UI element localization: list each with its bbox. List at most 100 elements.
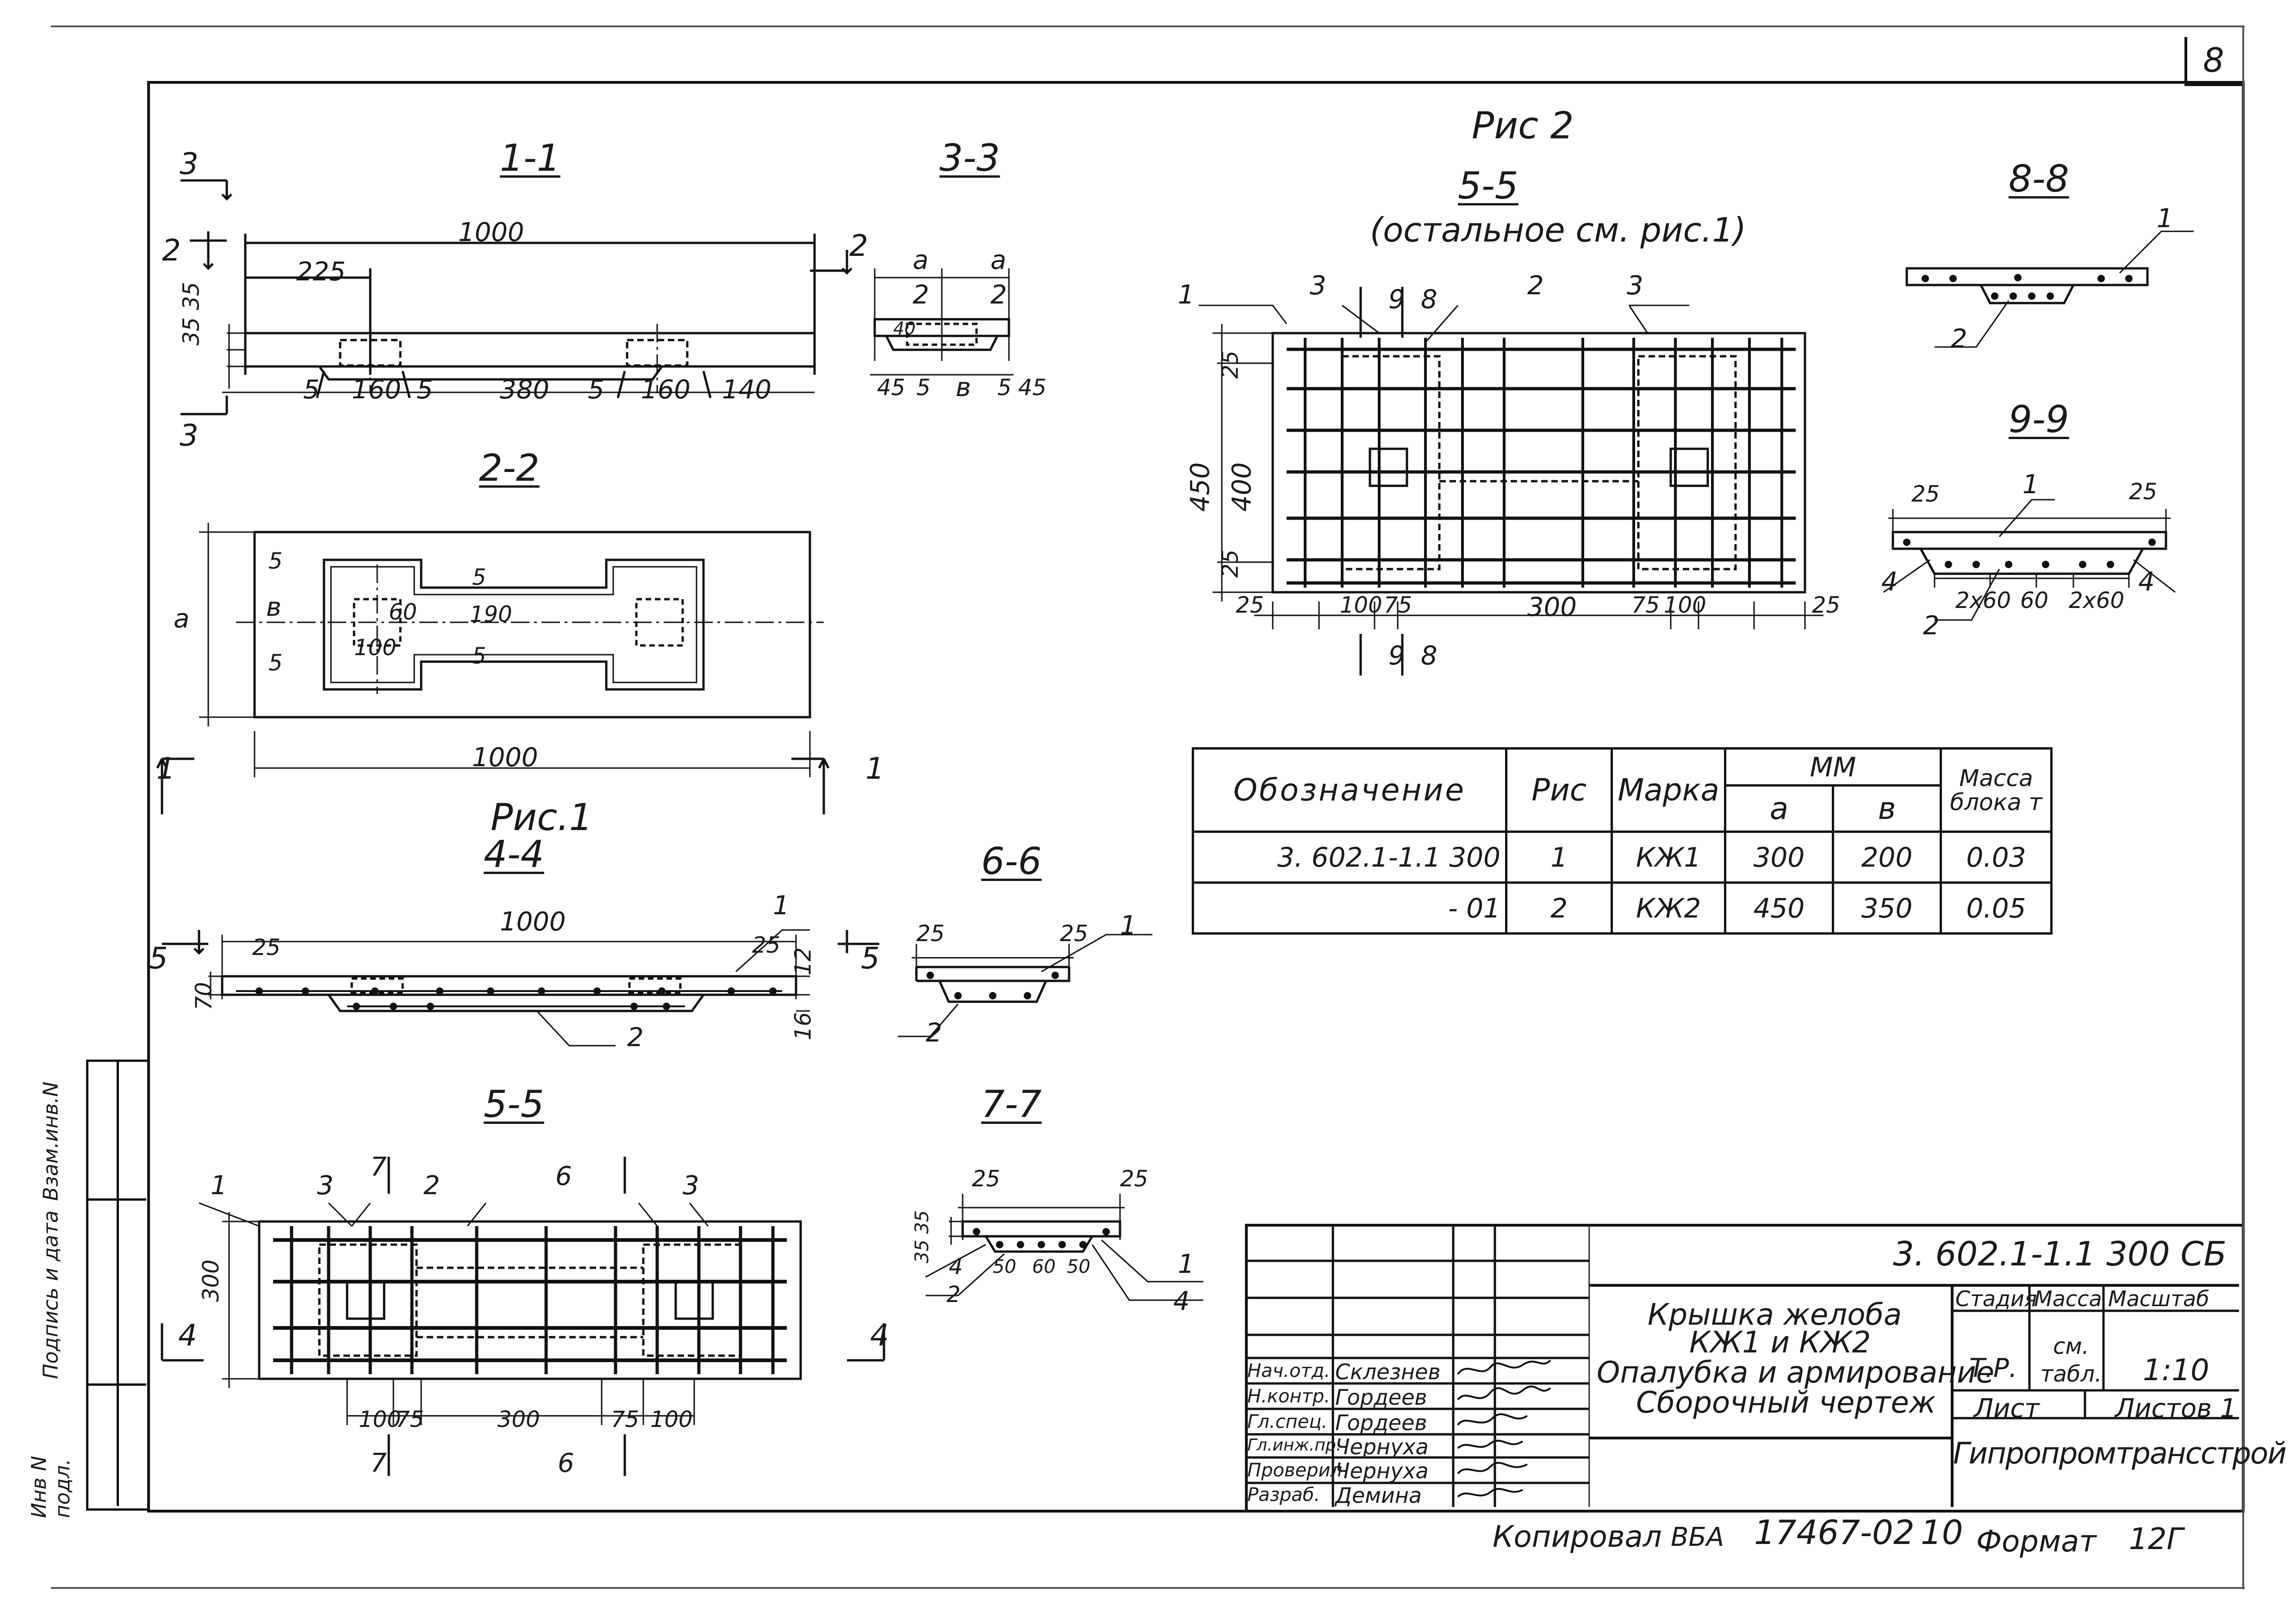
tb-stage-label: Стадия [1955,1286,2037,1311]
archive-number: 17467-02 [1754,1513,1915,1552]
s77-heights: 35 35 [911,1210,933,1264]
tb-role-6: Разраб. [1247,1484,1320,1506]
tb-sheet-label: Лист [1974,1394,2040,1424]
cut-mark-4-right: 4 [870,1319,889,1353]
tb-scale: 1:10 [2143,1353,2209,1388]
sheet-top-trim [51,25,2245,27]
tb-grid [1245,1224,1590,1507]
s99-pos2: 2 [1923,611,1940,641]
s55a-cut7-bottom: 7 [370,1448,387,1478]
tb-name-line3: Опалубка и армирование [1597,1356,1995,1390]
cut-mark-3-top: 3 [180,147,199,181]
page-number-box [2184,37,2242,86]
section-3-3-drawing [810,250,1014,376]
tb-stage-grid [1951,1284,2239,1437]
s99-dim-2: 60 [2020,588,2049,614]
s55b-cut8-bottom: 8 [1421,641,1437,671]
s55a-dim-2: 75 [396,1407,424,1432]
section-9-9-drawing [1883,499,2176,621]
s99-left: 25 [1911,481,1940,507]
copy-signature: ВБА [1671,1522,1724,1552]
s22-d100: 100 [354,635,397,661]
s66-right: 25 [1060,921,1089,947]
tb-stage: Т.Р. [1969,1353,2017,1383]
s33-half-right: 2 [990,280,1007,310]
s33-small: 40 [893,318,916,339]
s55a-dim-4: 75 [611,1407,640,1432]
s77-right: 25 [1120,1166,1149,1192]
s55b-cut8-top: 8 [1421,285,1437,315]
section-4-4-title: 4-4 [484,833,544,876]
s44-right: 25 [752,932,781,958]
s55b-dim-2: 100 [1340,592,1382,618]
tb-name-line2: КЖ1 и КЖ2 [1689,1326,1871,1360]
s55a-pos3b: 3 [683,1171,699,1201]
spec-row2-a: 450 [1724,881,1834,935]
section-1-1-title: 1-1 [500,136,560,180]
s99-pos4a: 4 [1881,567,1898,597]
spec-row1-designation: 3. 602.1-1.1 300 [1191,831,1508,884]
s44-h12: 12 [790,947,816,976]
spec-header-mark: Марка [1611,747,1726,833]
s11-dim-3: 5 [417,375,433,405]
spec-row2-mass: 0.05 [1940,881,2053,935]
s55b-pos3a: 3 [1310,271,1326,301]
s11-dim-1: 5 [303,375,320,405]
tb-role-5: Проверил [1247,1460,1343,1481]
tb-role-4: Гл.инж.пр. [1247,1436,1342,1455]
spec-row1-mark: КЖ1 [1611,831,1726,884]
archive-sheet: 10 [1921,1513,1963,1552]
s11-dim-2: 160 [352,375,401,405]
tb-name-6: Демина [1335,1483,1422,1508]
section-6-6-title: 6-6 [981,840,1042,883]
s55b-dim-6: 100 [1664,592,1706,618]
s22-total: 1000 [472,743,538,773]
spec-header-b: в [1831,784,1942,833]
s22-d5b: 5 [268,650,283,676]
spec-header-mass: Масса блока т [1940,747,2053,833]
s88-pos2: 2 [1951,324,1967,354]
s22-d5a: 5 [268,548,283,574]
section-4-4-drawing [162,929,879,1047]
s77-pos4b: 4 [1173,1286,1190,1316]
tb-name-3: Гордеев [1335,1410,1427,1435]
s55a-dim-3: 300 [498,1407,540,1432]
s33-dim-2: 5 [916,375,931,401]
tb-role-1: Нач.отд. [1247,1360,1331,1382]
title-block [1245,1224,2242,1510]
s11-dim-5: 5 [588,375,604,405]
s22-d5d: 5 [472,643,486,669]
cut-mark-3-bottom: 3 [180,419,199,453]
s55b-dim-1: 25 [1236,592,1264,618]
s55b-dim-5: 75 [1631,592,1660,618]
section-6-6-drawing [898,934,1152,1037]
spec-row2-mark: КЖ2 [1611,881,1726,935]
tb-role-3: Гл.спец. [1247,1411,1328,1432]
tb-sheets-label: Листов 1 [2115,1394,2237,1424]
side-stamp-inv-orig: Инв N подл. [27,1456,75,1518]
s55a-pos1: 1 [211,1171,227,1201]
spec-row1-b: 200 [1831,831,1942,884]
spec-header-designation: Обозначение [1191,747,1508,833]
side-stamp-sign-date: Подпись и дата [39,1210,63,1379]
section-5-5-fig1-title: 5-5 [484,1083,544,1126]
format-value: 12Г [2129,1522,2184,1556]
tb-name-5: Чернуха [1335,1458,1429,1483]
s44-left: 25 [252,935,281,961]
spec-header-a: а [1724,784,1834,833]
sheet-right-trim [2242,25,2244,1589]
tb-code: 3. 602.1-1.1 300 СБ [1893,1234,2227,1273]
s55b-bot: 25 [1217,549,1244,578]
cut-mark-2-left: 2 [162,234,181,268]
s77-pos1: 1 [1178,1249,1195,1279]
side-stamp-replace-inv: Взам.инв.N [39,1081,63,1201]
s55a-height: 300 [198,1259,224,1302]
s33-dim-1: 45 [877,375,906,401]
section-5-5-fig2-title: 5-5 [1458,164,1518,207]
tb-lower-left-sep [1590,1437,1951,1439]
s88-pos1: 1 [2157,204,2173,234]
s55b-pos1: 1 [1178,280,1195,310]
s22-b: в [266,592,282,622]
s77-left: 25 [972,1166,1001,1192]
s99-pos4b: 4 [2138,567,2155,597]
